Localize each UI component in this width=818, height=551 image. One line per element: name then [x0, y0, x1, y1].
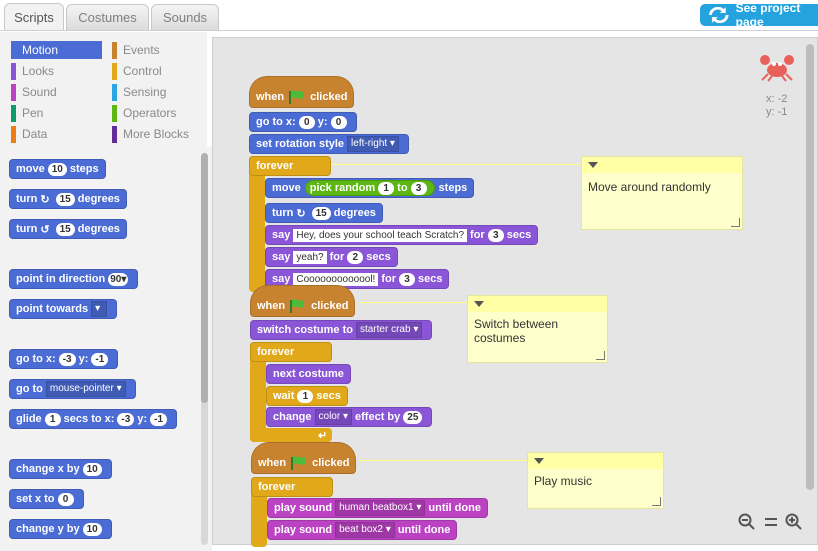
green-flag-icon: [289, 90, 304, 104]
rotate-clockwise-icon: ↻: [296, 207, 306, 220]
see-project-page-label: See project page: [735, 1, 801, 29]
scripts-scrollbar[interactable]: [806, 44, 814, 490]
forever-block[interactable]: forever: [249, 156, 331, 176]
category-operators[interactable]: Operators: [112, 104, 176, 122]
category-pen[interactable]: Pen: [11, 104, 43, 122]
category-label: Looks: [22, 64, 55, 78]
sprite-x-readout: x: -2: [766, 93, 788, 105]
when-flag-clicked-hat[interactable]: when clicked: [250, 285, 356, 317]
crab-sprite-icon: [760, 55, 794, 82]
resize-handle[interactable]: [731, 218, 740, 227]
green-flag-icon: [291, 456, 306, 470]
tab-scripts[interactable]: Scripts: [4, 3, 64, 31]
tab-divider: [0, 30, 818, 31]
when-flag-clicked-hat[interactable]: when clicked: [249, 76, 355, 108]
comment-note[interactable]: Move around randomly: [581, 156, 743, 230]
share-icon: [708, 7, 729, 23]
comment-text: Play music: [534, 474, 593, 488]
tab-label: Scripts: [14, 10, 54, 25]
loop-arrow-icon: ↵: [318, 430, 328, 442]
note-connector: [360, 302, 468, 303]
collapse-triangle-icon[interactable]: [588, 162, 598, 168]
category-label: Pen: [22, 106, 44, 120]
forever-block[interactable]: forever: [250, 342, 332, 362]
category-label: Motion: [22, 43, 59, 57]
forever-loop-arm: [250, 342, 266, 442]
category-looks[interactable]: Looks: [11, 62, 54, 80]
category-sensing[interactable]: Sensing: [112, 83, 166, 101]
tab-label: Costumes: [78, 10, 137, 25]
note-connector: [330, 164, 580, 165]
sprite-y-readout: y: -1: [766, 106, 788, 118]
zoom-reset-icon[interactable]: [762, 513, 780, 531]
category-label: Sound: [22, 85, 57, 99]
zoom-out-icon[interactable]: [738, 513, 756, 531]
rotate-clockwise-icon: ↻: [40, 193, 50, 206]
resize-handle[interactable]: [596, 351, 605, 360]
see-project-page-button[interactable]: See project page: [700, 1, 818, 29]
forever-loop-arm: [249, 156, 265, 292]
next-costume-block[interactable]: next costume: [266, 364, 351, 384]
tab-costumes[interactable]: Costumes: [66, 4, 149, 30]
zoom-in-icon[interactable]: [785, 513, 803, 531]
rotate-counterclockwise-icon: ↺: [40, 223, 50, 236]
comment-text: Switch between costumes: [474, 317, 559, 345]
category-more-blocks[interactable]: More Blocks: [112, 125, 189, 143]
category-motion[interactable]: Motion: [11, 41, 102, 59]
category-label: More Blocks: [123, 127, 190, 141]
category-label: Data: [22, 127, 48, 141]
collapse-triangle-icon[interactable]: [534, 458, 544, 464]
category-label: Sensing: [123, 85, 167, 99]
point-towards-block[interactable]: point towards: [9, 299, 118, 319]
tab-sounds[interactable]: Sounds: [151, 4, 219, 30]
note-connector: [360, 460, 528, 461]
tab-label: Sounds: [162, 10, 208, 25]
when-flag-clicked-hat[interactable]: when clicked: [251, 442, 357, 474]
forever-loop-bottom: [250, 428, 332, 442]
green-flag-icon: [290, 299, 305, 313]
comment-text: Move around randomly: [588, 180, 711, 194]
resize-handle[interactable]: [652, 497, 661, 506]
forever-block[interactable]: forever: [251, 477, 333, 497]
comment-note[interactable]: Switch between costumes: [467, 295, 608, 363]
category-label: Operators: [123, 106, 177, 120]
category-control[interactable]: Control: [112, 62, 162, 80]
category-label: Events: [123, 43, 160, 57]
category-label: Control: [123, 64, 162, 78]
palette-scroll-thumb[interactable]: [201, 153, 208, 403]
collapse-triangle-icon[interactable]: [474, 301, 484, 307]
comment-note[interactable]: Play music: [527, 452, 664, 509]
category-events[interactable]: Events: [112, 41, 160, 59]
category-sound[interactable]: Sound: [11, 83, 57, 101]
category-data[interactable]: Data: [11, 125, 47, 143]
